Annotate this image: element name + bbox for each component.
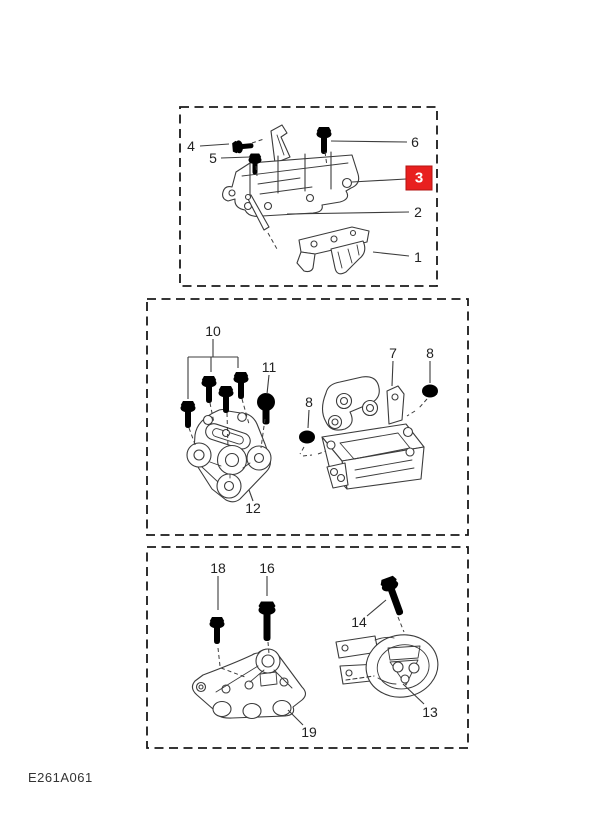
callout-13[interactable]: 13 — [422, 704, 438, 720]
callout-1[interactable]: 1 — [414, 249, 422, 265]
leader-6-0 — [330, 140, 408, 143]
callout-19[interactable]: 19 — [301, 724, 317, 740]
part-drawing-torque-rod-13 — [335, 634, 439, 698]
callout-14[interactable]: 14 — [351, 614, 367, 630]
connector-line-1 — [255, 165, 258, 177]
callout-10[interactable]: 10 — [205, 323, 221, 339]
leader-5-0 — [220, 156, 251, 159]
connector-line-5 — [209, 402, 215, 424]
bolt-18-drawing — [209, 617, 225, 644]
leader-1-0 — [372, 251, 410, 257]
connector-line-12 — [418, 398, 428, 409]
callout-11[interactable]: 11 — [261, 359, 277, 375]
bolt-16-drawing — [258, 601, 276, 641]
leader-19-0 — [287, 709, 304, 726]
part-drawing-lower-bracket — [296, 226, 370, 275]
connector-line-15 — [220, 667, 246, 678]
connector-line-13 — [406, 410, 416, 417]
connector-line-8 — [260, 418, 266, 449]
part-drawing-upper-mount-body — [222, 124, 360, 217]
connector-line-9 — [299, 446, 305, 455]
bolt-10b-drawing — [201, 376, 217, 403]
bolt-4-drawing — [231, 139, 255, 154]
connector-line-0 — [251, 138, 265, 144]
bolt-8-right-drawing — [422, 384, 438, 398]
part-drawing-stud — [244, 193, 270, 231]
leader-14-0 — [366, 599, 387, 617]
connector-lines — [188, 138, 428, 678]
connector-line-3 — [267, 232, 278, 250]
bolt-6-drawing — [316, 127, 332, 154]
callout-12[interactable]: 12 — [245, 500, 261, 516]
bolt-10c-drawing — [218, 386, 234, 413]
leader-11-0 — [266, 374, 270, 395]
callout-6[interactable]: 6 — [411, 134, 419, 150]
bolt-14-drawing — [379, 574, 409, 618]
connector-line-6 — [226, 412, 229, 449]
callout-4[interactable]: 4 — [187, 138, 195, 154]
callout-5[interactable]: 5 — [209, 150, 217, 166]
group-box-right-engine-mount-group — [146, 298, 469, 536]
leader-8-left-0 — [307, 409, 310, 429]
connector-line-2 — [324, 151, 328, 167]
leader-12-0 — [248, 489, 254, 502]
bolt-8-left-drawing — [299, 430, 315, 444]
callout-3[interactable]: 3 — [405, 165, 433, 191]
callout-7[interactable]: 7 — [389, 345, 397, 361]
connector-line-11 — [317, 450, 327, 455]
callout-16[interactable]: 16 — [259, 560, 275, 576]
leader-7-0 — [391, 360, 394, 387]
bolt-11-drawing — [257, 393, 275, 425]
connector-line-7 — [241, 398, 250, 425]
part-drawing-mount-bracket-12 — [186, 408, 272, 503]
leader-lines — [187, 140, 431, 726]
bolt-10d-drawing — [233, 372, 249, 399]
connector-line-16 — [267, 641, 270, 655]
bolt-10a-drawing — [180, 401, 196, 428]
callout-8-right[interactable]: 8 — [426, 345, 434, 361]
callout-18[interactable]: 18 — [210, 560, 226, 576]
part-drawing-engine-mount-7 — [321, 376, 425, 490]
part-drawings — [180, 124, 439, 720]
leader-2-0 — [286, 211, 410, 215]
group-boxes — [146, 106, 469, 749]
leader-13-0 — [402, 683, 425, 705]
leader-4-0 — [199, 143, 230, 147]
connector-line-14 — [217, 647, 221, 667]
connector-line-10 — [302, 454, 313, 457]
connector-line-4 — [188, 427, 197, 448]
figure-code: E261A061 — [28, 770, 93, 785]
connector-line-17 — [397, 616, 405, 633]
part-drawing-bracket-19 — [191, 648, 307, 720]
group-box-rear-engine-mount-group — [146, 546, 469, 749]
callout-8-left[interactable]: 8 — [305, 394, 313, 410]
callout-2[interactable]: 2 — [414, 204, 422, 220]
leader-3-0 — [351, 178, 407, 183]
